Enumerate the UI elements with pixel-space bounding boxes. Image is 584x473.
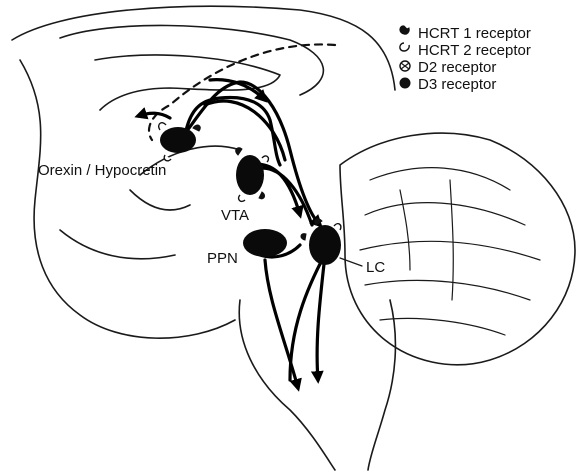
orexin-nucleus <box>159 123 201 161</box>
hcrt2-receptor-icon <box>400 43 409 51</box>
vta-label: VTA <box>221 207 249 224</box>
legend-hcrt2-label: HCRT 2 receptor <box>418 42 531 59</box>
legend: HCRT 1 receptor HCRT 2 receptor D2 recep… <box>400 25 531 93</box>
lc-nucleus <box>301 219 341 265</box>
orexin-label: Orexin / Hypocretin <box>38 162 166 179</box>
ppn-label: PPN <box>207 250 238 267</box>
legend-d2-label: D2 receptor <box>418 59 496 76</box>
ppn-nucleus <box>243 229 287 257</box>
cerebellum <box>340 133 575 365</box>
d3-receptor-icon <box>400 78 410 88</box>
legend-d3-label: D3 receptor <box>418 76 496 93</box>
vta-nucleus <box>236 148 269 202</box>
hcrt1-receptor-icon <box>400 26 409 34</box>
lc-label: LC <box>366 259 385 276</box>
d2-receptor-icon <box>400 61 410 71</box>
lc-pointer <box>340 258 362 266</box>
legend-hcrt1-label: HCRT 1 receptor <box>418 25 531 42</box>
